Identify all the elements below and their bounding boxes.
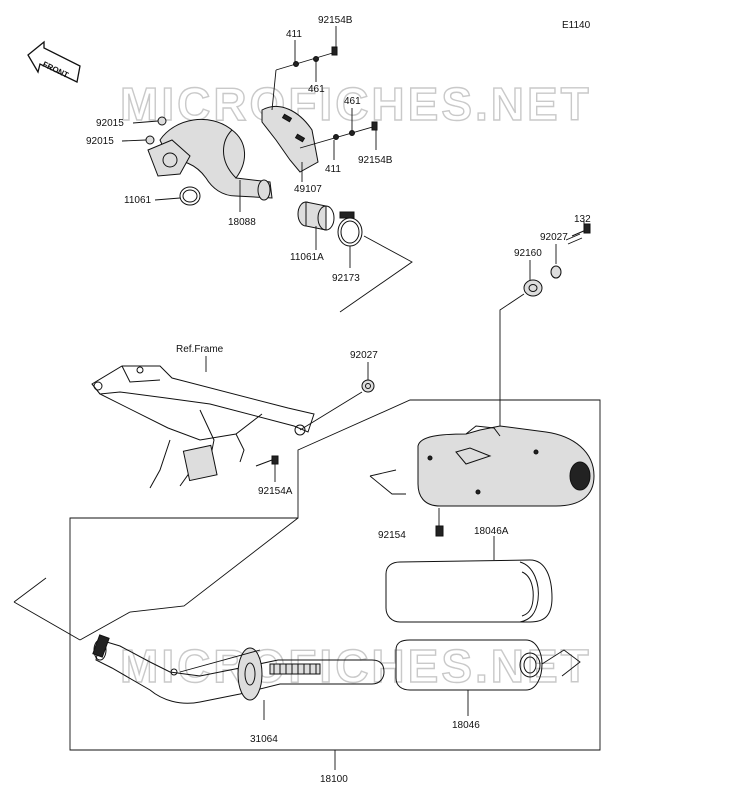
muffler-cover-18046A [385, 559, 553, 623]
label-49107: 49107 [294, 184, 322, 195]
silencer-18046 [395, 639, 543, 691]
label-11061A: 11061A [290, 252, 324, 263]
diagram-code: E1140 [562, 20, 591, 31]
label-18046A: 18046A [474, 526, 509, 537]
label-92154: 92154 [378, 530, 406, 541]
inner-pipe-31064 [92, 634, 385, 704]
ref-frame-label: Ref.Frame [176, 344, 224, 355]
label-92160: 92160 [514, 248, 542, 259]
label-92027-top: 92027 [540, 232, 568, 243]
label-92015-a: 92015 [96, 118, 124, 129]
front-arrow-icon: FRONT [27, 40, 81, 83]
label-92154B-bottom: 92154B [358, 155, 393, 166]
label-92173: 92173 [332, 273, 360, 284]
label-18046: 18046 [452, 720, 480, 731]
assembly-bracket-18100 [69, 399, 601, 751]
label-18088: 18088 [228, 217, 256, 228]
label-92154B-top: 92154B [318, 15, 353, 26]
label-411-top: 411 [286, 29, 302, 40]
label-92154A: 92154A [258, 486, 293, 497]
nut-92015 [145, 116, 167, 145]
collar-92027-top [550, 265, 562, 279]
muffler-body [417, 425, 595, 507]
gasket-11061 [179, 186, 201, 206]
bolts-top [271, 46, 378, 149]
heat-guard-49107 [261, 105, 319, 173]
pipe-flange [147, 139, 191, 177]
clamp-92173 [337, 211, 363, 247]
label-92027-mid: 92027 [350, 350, 378, 361]
label-18100: 18100 [320, 774, 348, 785]
rear-frame [91, 365, 315, 489]
label-11061: 11061 [124, 195, 152, 206]
label-411-bottom: 411 [325, 164, 341, 175]
label-461-mid: 461 [344, 96, 361, 107]
label-461-top: 461 [308, 84, 325, 95]
label-132: 132 [574, 214, 591, 225]
label-31064: 31064 [250, 734, 278, 745]
bolt-132 [565, 223, 591, 245]
exhaust-pipe-18088 [159, 118, 273, 201]
label-92015-b: 92015 [86, 136, 114, 147]
collar-92027-mid [361, 379, 375, 393]
bolt-92154 [435, 525, 444, 537]
grommet-92160 [523, 279, 543, 297]
sleeve-11061A [297, 201, 335, 231]
